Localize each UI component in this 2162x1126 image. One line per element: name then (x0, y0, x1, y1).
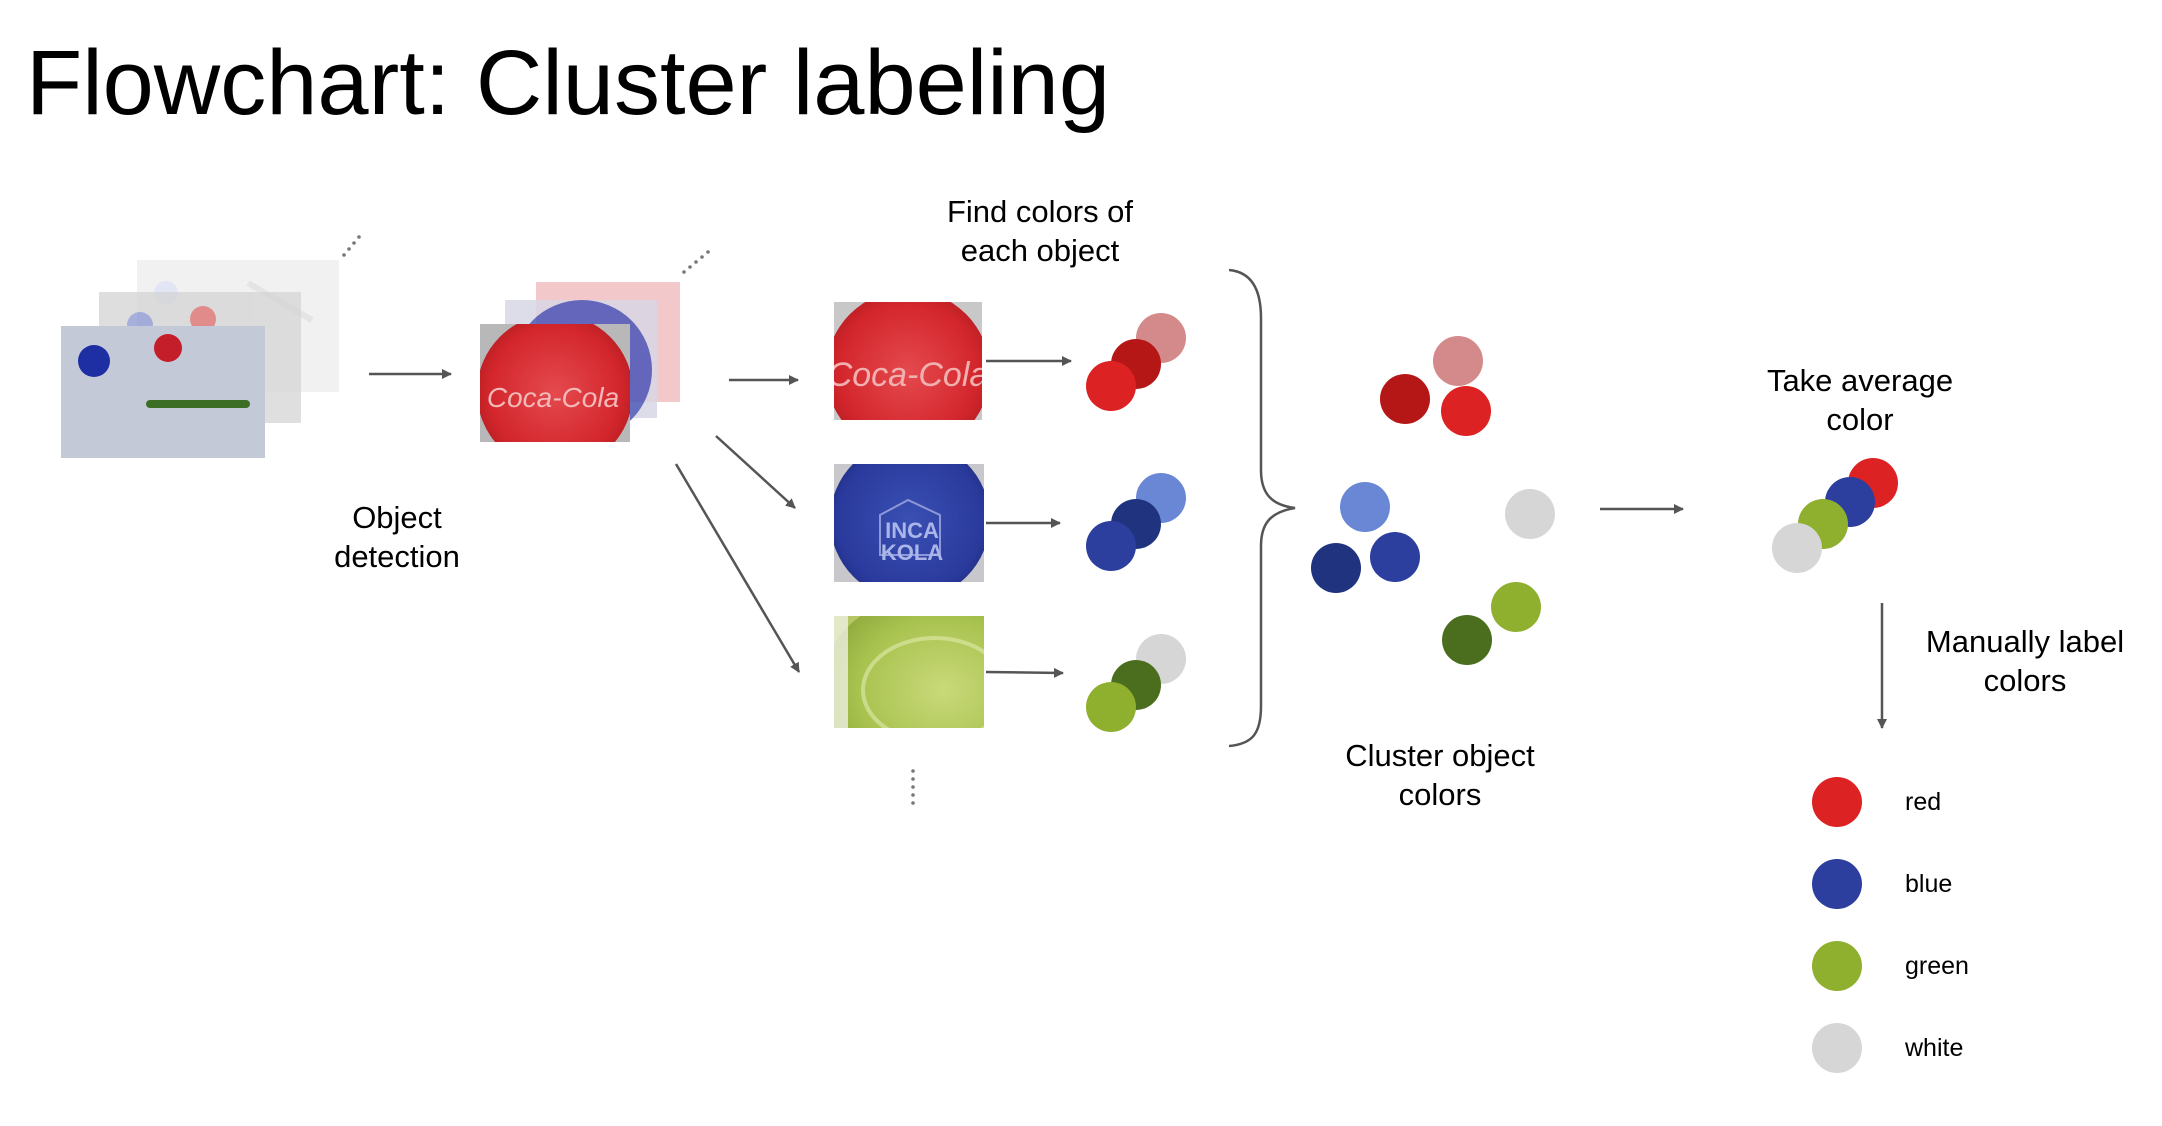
label-object-detection: Object detection (334, 500, 460, 574)
average-colors (1772, 458, 1898, 573)
label-manual-label: Manually label colors (1925, 624, 2125, 698)
curly-brace (1228, 268, 1296, 748)
cluster-blue-dot (1370, 532, 1420, 582)
cluster-light-blue-dot (1340, 482, 1390, 532)
average-white-dot (1772, 523, 1822, 573)
clustered-colors (1311, 336, 1555, 665)
red-dot (1086, 361, 1136, 411)
legend-red-dot (1812, 777, 1862, 827)
cluster-dark-green-dot (1442, 615, 1492, 665)
label-cluster-colors: Cluster object colors (1345, 738, 1535, 812)
coca-cola-logo: Coca-Cola (828, 356, 989, 394)
crop-red-cap: Coca-Cola (828, 302, 989, 420)
color-legend (1812, 777, 1862, 1073)
label-find-colors: Find colors of each object (946, 194, 1134, 268)
legend-blue-label: blue (1905, 870, 1953, 898)
green-dot (1086, 682, 1136, 732)
crop-blue-cap: INCA KOLA (834, 464, 984, 582)
crop-green-glass (834, 616, 984, 728)
cluster-pink-dot (1433, 336, 1483, 386)
inca-kola-logo-line1: INCA (885, 518, 939, 543)
object-colors-green (1086, 634, 1186, 732)
arrow-to-blue-crop (715, 435, 796, 509)
ellipsis-icon (342, 235, 361, 257)
label-average-color: Take average color (1766, 363, 1954, 437)
input-image-stack (61, 235, 361, 458)
legend-white-label: white (1905, 1034, 1964, 1062)
cluster-red-dot (1441, 386, 1491, 436)
ellipsis-icon (682, 250, 710, 274)
input-photo-front (61, 326, 265, 458)
object-colors-red (1086, 313, 1186, 411)
legend-green-label: green (1905, 952, 1969, 980)
ellipsis-icon (911, 769, 915, 805)
arrow-green-colors (985, 667, 1064, 678)
cluster-dark-red-dot (1380, 374, 1430, 424)
coca-cola-logo: Coca-Cola (487, 382, 619, 413)
legend-white-dot (1812, 1023, 1862, 1073)
legend-blue-dot (1812, 859, 1862, 909)
cluster-dark-blue-dot (1311, 543, 1361, 593)
page-title: Flowchart: Cluster labeling (26, 32, 1111, 134)
legend-red-label: red (1905, 788, 1942, 816)
detected-objects-stack: Coca-Cola (480, 250, 710, 442)
inca-kola-logo-line2: KOLA (881, 540, 943, 565)
arrow-to-green-crop (674, 463, 801, 673)
blue-dot (1086, 521, 1136, 571)
cluster-green-dot (1491, 582, 1541, 632)
cluster-white-dot (1505, 489, 1555, 539)
legend-green-dot (1812, 941, 1862, 991)
object-colors-blue (1086, 473, 1186, 571)
